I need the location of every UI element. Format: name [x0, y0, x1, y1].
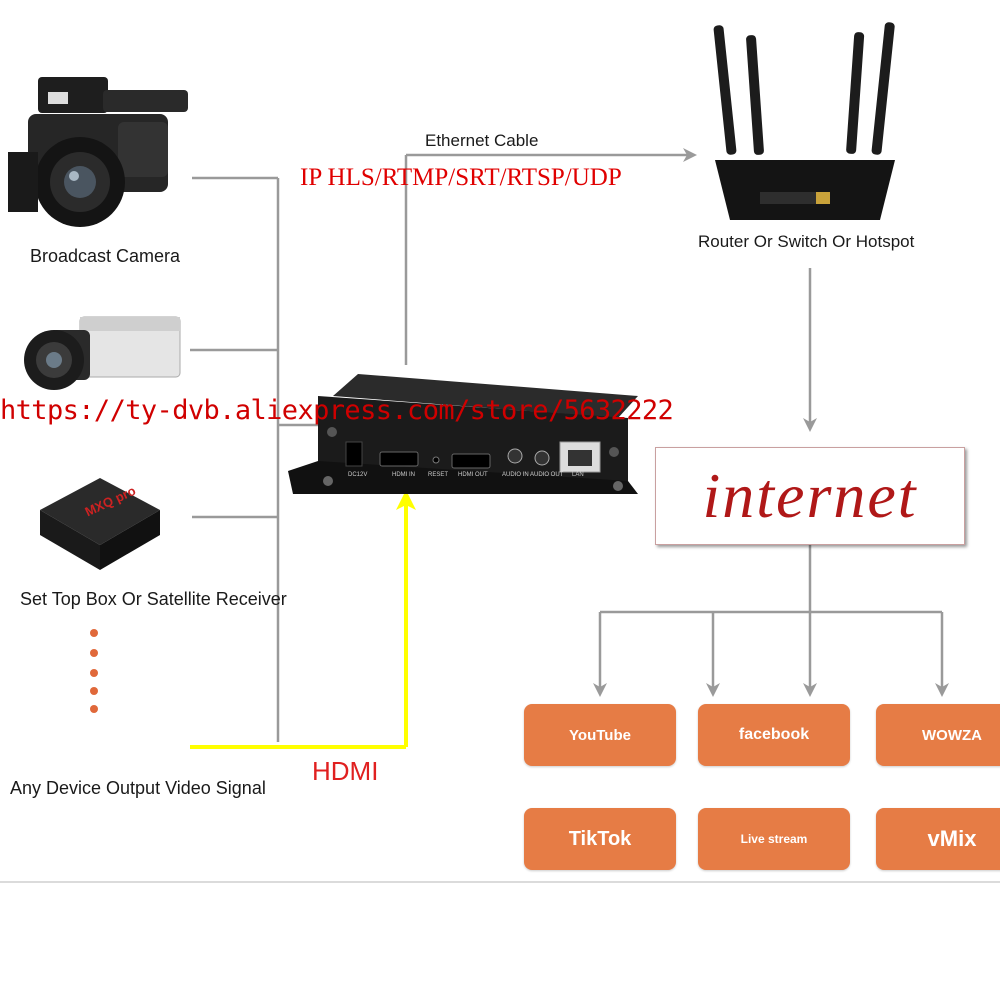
- cctv-camera-icon: [24, 316, 181, 390]
- router-icon: [713, 22, 895, 220]
- port-audio-out: AUDIO OUT: [530, 472, 564, 478]
- service-tiktok-label: TikTok: [568, 827, 632, 850]
- service-youtube: YouTube: [524, 704, 676, 766]
- service-live-stream: Live stream: [698, 808, 850, 870]
- service-vmix: vMix: [876, 808, 1000, 870]
- settop-box-label: Set Top Box Or Satellite Receiver: [20, 589, 287, 609]
- more-devices-dots: [90, 629, 98, 713]
- port-audio-in: AUDIO IN: [502, 472, 529, 478]
- port-hdmi-in: HDMI IN: [392, 472, 415, 478]
- ethernet-cable-label: Ethernet Cable: [425, 131, 539, 150]
- port-hdmi-out: HDMI OUT: [458, 472, 488, 478]
- encoder-port-labels: DC12V HDMI IN RESET HDMI OUT AUDIO IN AU…: [340, 472, 640, 486]
- internet-box: internet: [655, 447, 965, 545]
- protocol-list: IP HLS/RTMP/SRT/RTSP/UDP: [300, 164, 622, 191]
- any-device-label: Any Device Output Video Signal: [10, 778, 266, 798]
- hdmi-label: HDMI: [312, 756, 379, 786]
- store-url-watermark: https://ty-dvb.aliexpress.com/store/5632…: [0, 395, 674, 426]
- service-vmix-label: vMix: [927, 826, 977, 851]
- service-wowza-label: WOWZA: [922, 726, 982, 744]
- port-reset: RESET: [428, 472, 449, 478]
- encoder-device: [288, 374, 638, 494]
- service-facebook: facebook: [698, 704, 850, 766]
- service-tiktok: TikTok: [524, 808, 676, 870]
- router-label: Router Or Switch Or Hotspot: [698, 232, 915, 251]
- port-dc12v: DC12V: [348, 472, 368, 478]
- port-lan: LAN: [572, 472, 584, 478]
- set-top-box-icon: MXQ pro: [40, 478, 160, 570]
- service-facebook-label: facebook: [738, 726, 810, 743]
- service-live-stream-label: Live stream: [740, 832, 808, 846]
- broadcast-camera-icon: [8, 77, 188, 227]
- service-wowza: WOWZA: [876, 704, 1000, 766]
- service-youtube-label: YouTube: [569, 726, 631, 744]
- internet-label: internet: [702, 460, 918, 531]
- broadcast-camera-label: Broadcast Camera: [30, 246, 181, 266]
